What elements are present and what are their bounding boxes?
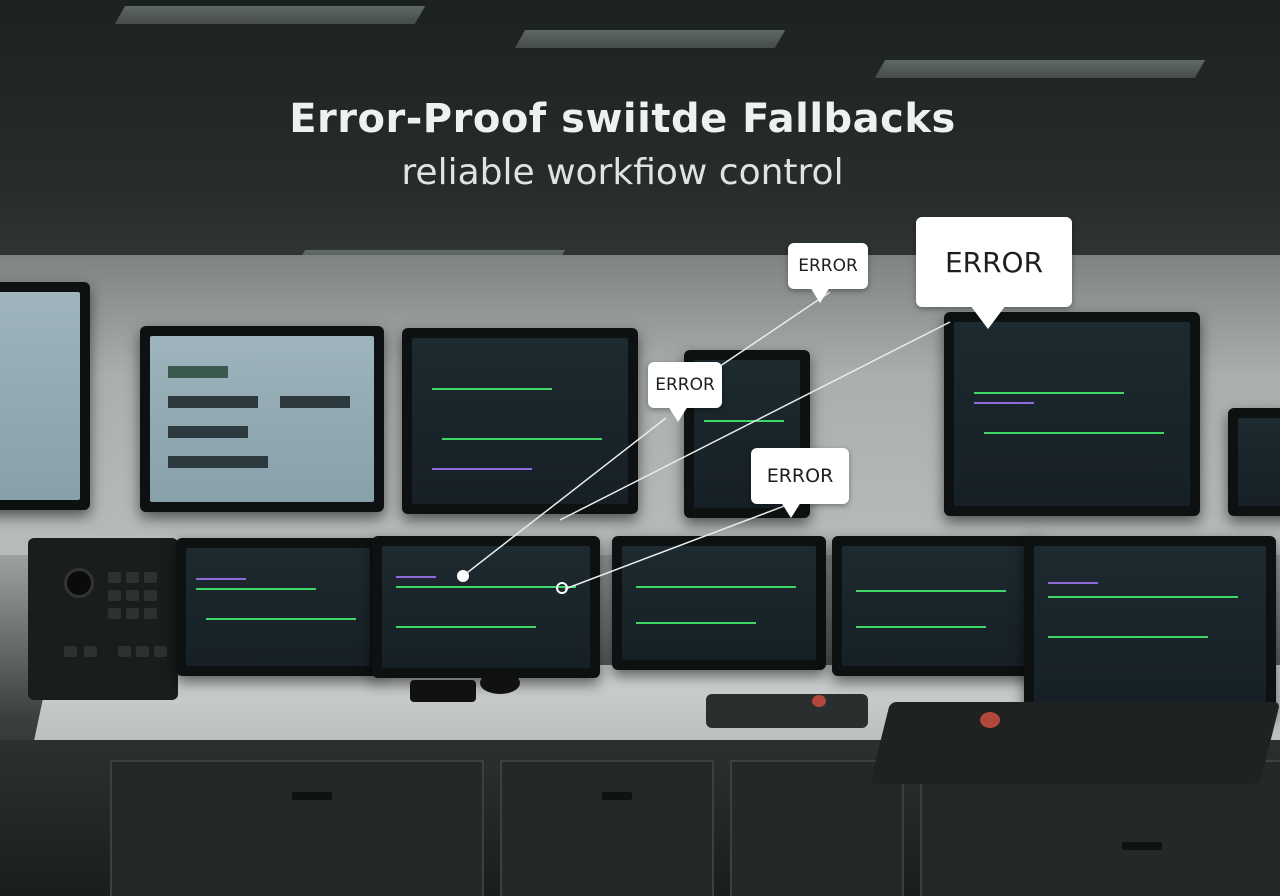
error-callout-label: ERROR	[798, 256, 858, 276]
wall-monitor-left-edge	[0, 282, 90, 510]
wall-monitor-2	[402, 328, 638, 514]
error-callout-label: ERROR	[655, 375, 715, 395]
ceiling-light	[114, 6, 426, 24]
wall-monitor-right-edge	[1228, 408, 1280, 516]
ceiling-light	[874, 60, 1206, 78]
ceiling-light	[514, 30, 786, 48]
emergency-button	[812, 695, 826, 707]
headline-subtitle: reliable workfiow control	[401, 152, 844, 193]
error-callout-label: ERROR	[944, 245, 1044, 279]
error-callout: ERROR	[916, 217, 1072, 329]
emergency-button	[980, 712, 1000, 728]
left-keypad-console	[28, 538, 178, 700]
console-monitor-2	[372, 536, 600, 678]
error-callout: ERROR	[751, 448, 849, 518]
headline-title: Error-Proof swiitde Fallbacks	[289, 96, 956, 142]
error-callout: ERROR	[788, 243, 868, 303]
console-monitor-4	[832, 536, 1044, 676]
error-callout: ERROR	[648, 362, 722, 422]
keyboard-right	[869, 702, 1280, 784]
wall-monitor-4	[944, 312, 1200, 516]
trackball	[480, 672, 520, 694]
keyboard-center	[706, 694, 868, 728]
console-monitor-1	[176, 538, 380, 676]
cabinet	[500, 760, 714, 896]
error-callout-label: ERROR	[766, 465, 834, 487]
mouse-device	[410, 680, 476, 702]
console-monitor-3	[612, 536, 826, 670]
cabinet	[110, 760, 484, 896]
wall-monitor-1	[140, 326, 384, 512]
console-monitor-5	[1024, 536, 1276, 716]
